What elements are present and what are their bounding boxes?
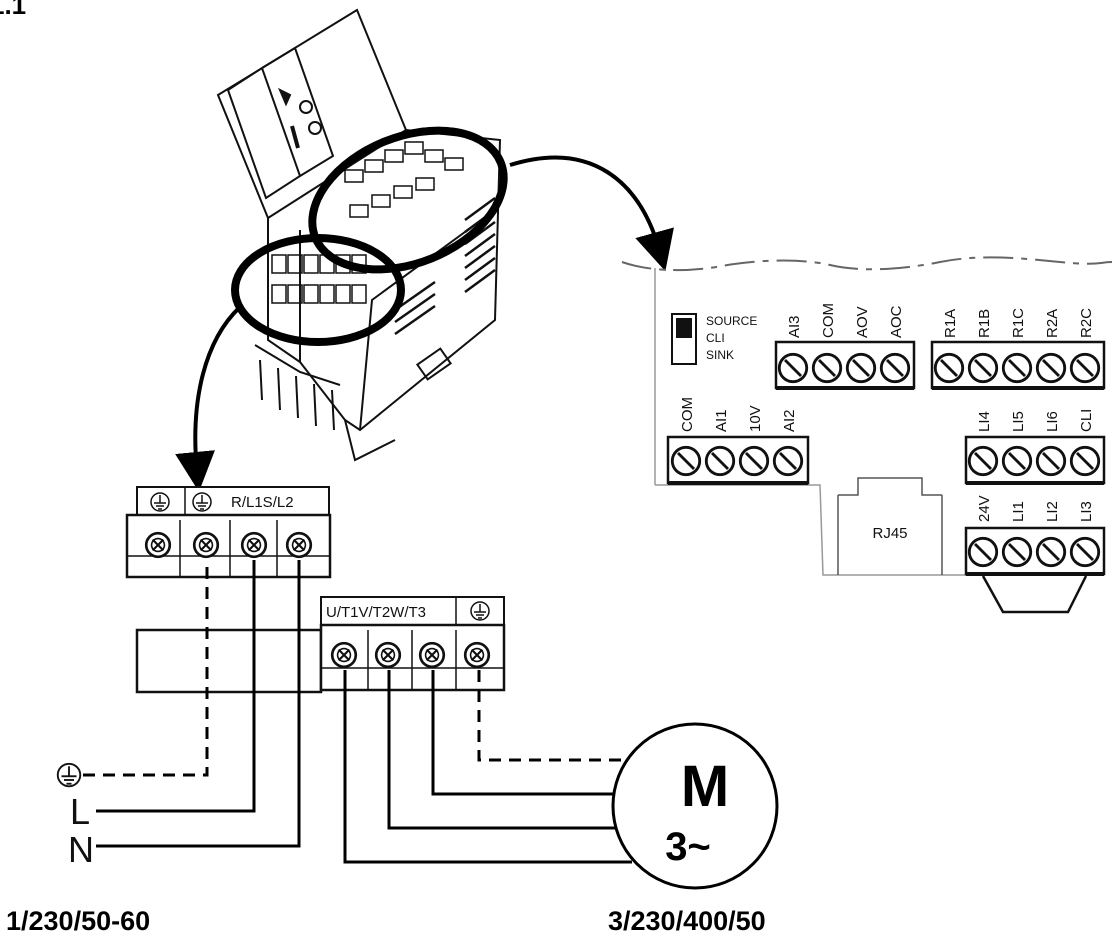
terminal-block-analog-out: AI3 COM AOV AOC	[774, 303, 916, 390]
terminal-24v: 24V	[976, 495, 993, 522]
supply-line-l: L	[70, 791, 90, 832]
terminal-ai3: AI3	[786, 315, 803, 338]
terminal-aov: AOV	[854, 306, 871, 338]
power-input-terminals: R/L1S/L2	[125, 486, 332, 579]
terminal-com-2: COM	[679, 397, 696, 432]
terminal-aoc: AOC	[888, 305, 905, 338]
terminal-li1: LI1	[1010, 501, 1027, 522]
arrow-to-power-terminals	[175, 305, 242, 492]
terminal-li4: LI4	[976, 411, 993, 432]
supply-line-n: N	[68, 829, 94, 870]
switch-label-cli: CLI	[706, 331, 725, 345]
terminal-block-relays: R1A R1B R1C R2A R2C	[930, 308, 1106, 390]
terminal-li2: LI2	[1044, 501, 1061, 522]
terminal-10v: 10V	[747, 405, 764, 432]
motor-wiring	[343, 670, 632, 864]
switch-label-source: SOURCE	[706, 314, 757, 328]
terminal-r1a: R1A	[942, 309, 959, 338]
drive-body-outline	[135, 628, 323, 694]
power-input-label: R/L1S/L2	[231, 494, 294, 511]
terminal-li6: LI6	[1044, 411, 1061, 432]
arrow-to-control-terminals	[509, 155, 674, 272]
supply-caption: 1/230/50-60	[6, 906, 150, 936]
terminal-block-logic-lower: 24V LI1 LI2 LI3	[964, 495, 1106, 576]
terminal-ai2: AI2	[781, 409, 798, 432]
control-terminal-panel: RJ45 SOURCE CLI SINK AI3 COM AOV AOC	[621, 256, 1112, 614]
terminal-r1b: R1B	[976, 309, 993, 338]
motor-m-label: M	[681, 754, 729, 819]
terminal-r2c: R2C	[1078, 308, 1095, 338]
rj45-label: RJ45	[872, 525, 907, 542]
terminal-block-logic-upper: LI4 LI5 LI6 CLI	[964, 409, 1106, 485]
motor-symbol	[611, 722, 779, 890]
terminal-cli: CLI	[1078, 409, 1095, 432]
motor-phase-label: 3~	[665, 825, 711, 869]
terminal-r1c: R1C	[1010, 308, 1027, 338]
terminal-r2a: R2A	[1044, 309, 1061, 338]
terminal-li3: LI3	[1078, 501, 1095, 522]
terminal-com-1: COM	[820, 303, 837, 338]
terminal-block-analog-in: COM AI1 10V AI2	[666, 397, 810, 485]
ground-icon	[56, 762, 82, 788]
jumper-wire	[981, 575, 1088, 614]
terminal-ai1: AI1	[713, 409, 730, 432]
power-terminal-highlight	[231, 234, 405, 346]
motor-caption: 3/230/400/50	[608, 906, 766, 936]
figure-label: 1.1	[0, 0, 26, 20]
drive-unit	[216, 8, 502, 462]
switch-label-sink: SINK	[706, 348, 734, 362]
motor-output-label: U/T1V/T2W/T3	[326, 604, 426, 621]
supply-wiring	[83, 560, 301, 848]
motor-output-terminals: U/T1V/T2W/T3	[319, 596, 506, 692]
terminal-li5: LI5	[1010, 411, 1027, 432]
